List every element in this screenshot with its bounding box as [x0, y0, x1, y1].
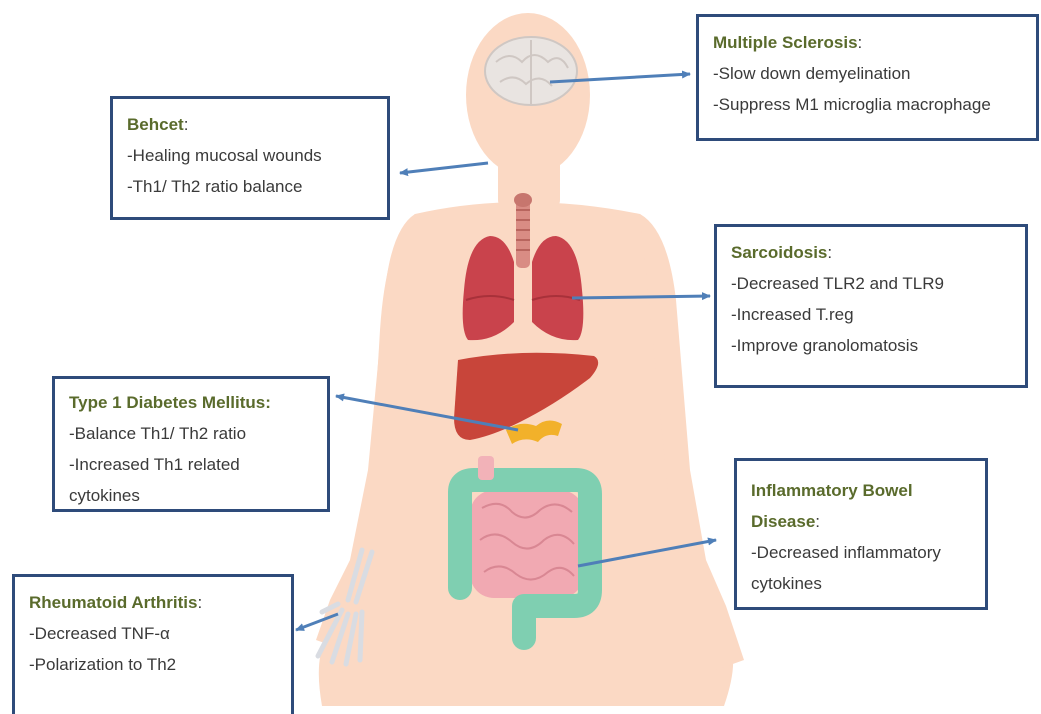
box-title-line2: Disease: — [751, 506, 971, 537]
list-item: -Decreased TNF-α — [29, 618, 277, 649]
box-title: Type 1 Diabetes Mellitus: — [69, 387, 313, 418]
box-title: Behcet: — [127, 109, 373, 140]
list-item: cytokines — [69, 480, 313, 511]
box-title: Rheumatoid Arthritis: — [29, 587, 277, 618]
box-title: Multiple Sclerosis: — [713, 27, 1022, 58]
title-word: Inflammatory — [751, 481, 858, 500]
title-text: Sarcoidosis — [731, 243, 827, 262]
title-text: Behcet — [127, 115, 184, 134]
word: -Increased — [69, 455, 149, 474]
title-colon: : — [858, 33, 863, 52]
title-colon: : — [827, 243, 832, 262]
list-item: -Polarization to Th2 — [29, 649, 277, 680]
title-colon: : — [197, 593, 202, 612]
list-item: -Decreased inflammatory — [751, 537, 971, 568]
list-item: -Suppress M1 microglia macrophage — [713, 89, 1022, 120]
box-ibd: Inflammatory Bowel Disease: -Decreased i… — [734, 458, 988, 610]
box-rheumatoid-arthritis: Rheumatoid Arthritis: -Decreased TNF-α -… — [12, 574, 294, 714]
title-text: Rheumatoid Arthritis — [29, 593, 197, 612]
list-item: -Slow down demyelination — [713, 58, 1022, 89]
title-colon: : — [815, 512, 820, 531]
brain-icon — [485, 37, 577, 105]
list-item: -Increased Th1 related — [69, 449, 313, 480]
title-text: Multiple Sclerosis — [713, 33, 858, 52]
title-word: Bowel — [862, 481, 912, 500]
box-title: Sarcoidosis: — [731, 237, 1011, 268]
word: related — [188, 455, 240, 474]
appendix-icon — [478, 456, 494, 480]
box-title: Inflammatory Bowel — [751, 475, 971, 506]
word: Th1 — [154, 455, 183, 474]
arrow-behcet — [400, 163, 488, 173]
box-multiple-sclerosis: Multiple Sclerosis: -Slow down demyelina… — [696, 14, 1039, 141]
list-item: -Healing mucosal wounds — [127, 140, 373, 171]
list-item: -Increased T.reg — [731, 299, 1011, 330]
box-sarcoidosis: Sarcoidosis: -Decreased TLR2 and TLR9 -I… — [714, 224, 1028, 388]
list-item: -Th1/ Th2 ratio balance — [127, 171, 373, 202]
list-item: -Balance Th1/ Th2 ratio — [69, 418, 313, 449]
box-type1-diabetes: Type 1 Diabetes Mellitus: -Balance Th1/ … — [52, 376, 330, 512]
arrow-sarcoidosis — [572, 296, 710, 298]
list-item: -Decreased TLR2 and TLR9 — [731, 268, 1011, 299]
list-item: -Improve granolomatosis — [731, 330, 1011, 361]
box-behcet: Behcet: -Healing mucosal wounds -Th1/ Th… — [110, 96, 390, 220]
list-item: cytokines — [751, 568, 971, 599]
title-colon: : — [184, 115, 189, 134]
small-intestine-icon — [470, 490, 584, 598]
title-text: Disease — [751, 512, 815, 531]
trachea-icon — [514, 193, 532, 268]
